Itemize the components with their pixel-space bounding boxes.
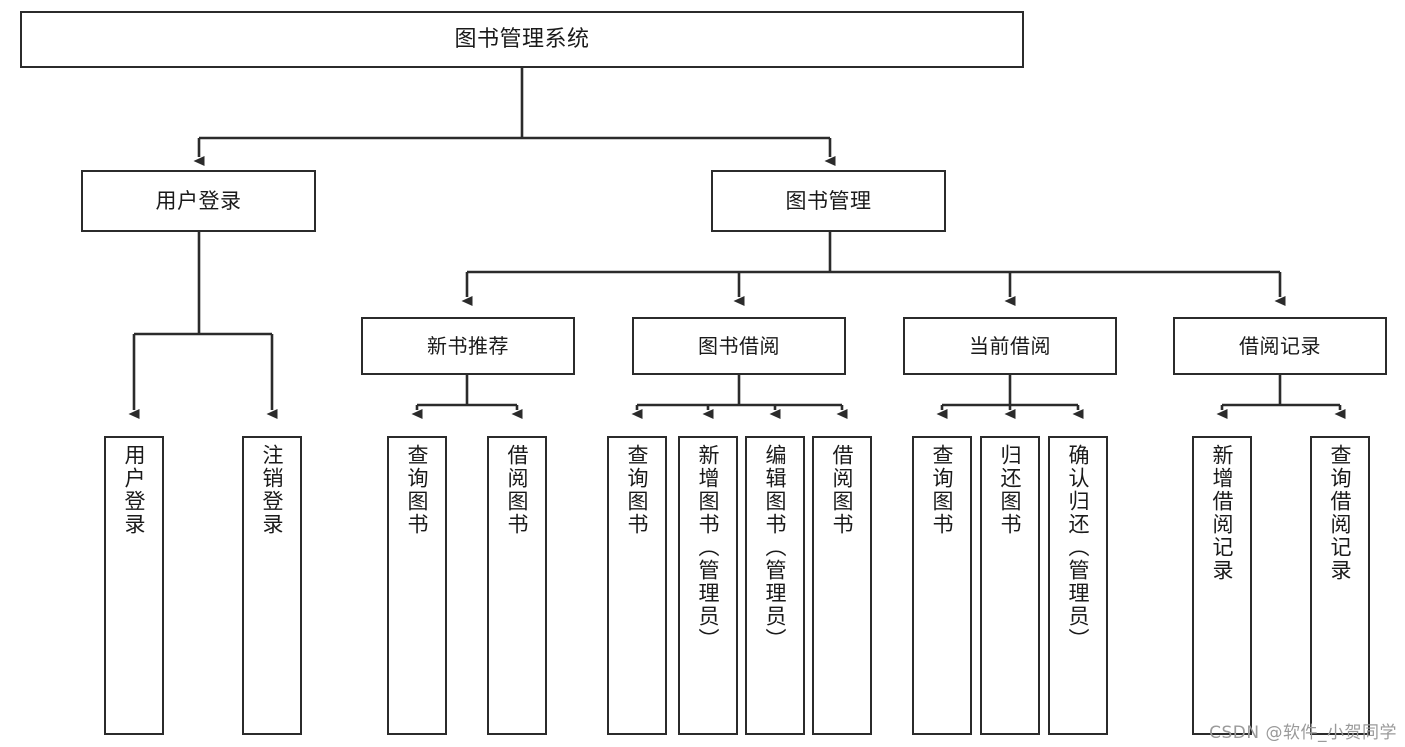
node-label: 新增图书（管理员） xyxy=(696,444,721,651)
node-label: 借阅图书 xyxy=(830,444,855,536)
node-label: 查询图书 xyxy=(625,444,650,536)
node-book-borrow[interactable]: 图书借阅 xyxy=(632,317,846,375)
leaf-edit-book[interactable]: 编辑图书（管理员） xyxy=(745,436,805,735)
node-label: 图书借阅 xyxy=(698,333,780,358)
node-label: 编辑图书（管理员） xyxy=(763,444,788,651)
leaf-user-login[interactable]: 用户登录 xyxy=(104,436,164,735)
node-book-management[interactable]: 图书管理 xyxy=(711,170,946,232)
leaf-query-record[interactable]: 查询借阅记录 xyxy=(1310,436,1370,735)
node-label: 用户登录 xyxy=(155,188,242,213)
node-label: 借阅记录 xyxy=(1239,333,1321,358)
node-label: 注销登录 xyxy=(260,444,285,536)
node-label: 新书推荐 xyxy=(427,333,509,358)
node-user-login[interactable]: 用户登录 xyxy=(81,170,316,232)
node-label: 用户登录 xyxy=(122,444,147,536)
leaf-confirm-return[interactable]: 确认归还（管理员） xyxy=(1048,436,1108,735)
node-label: 查询借阅记录 xyxy=(1328,444,1353,582)
leaf-add-book[interactable]: 新增图书（管理员） xyxy=(678,436,738,735)
leaf-return-book[interactable]: 归还图书 xyxy=(980,436,1040,735)
node-label: 图书管理系统 xyxy=(454,26,590,52)
leaf-query-book-1[interactable]: 查询图书 xyxy=(387,436,447,735)
node-label: 图书管理 xyxy=(785,188,872,213)
node-label: 查询图书 xyxy=(405,444,430,536)
node-label: 确认归还（管理员） xyxy=(1066,444,1091,651)
leaf-query-book-3[interactable]: 查询图书 xyxy=(912,436,972,735)
node-borrow-record[interactable]: 借阅记录 xyxy=(1173,317,1387,375)
node-label: 新增借阅记录 xyxy=(1210,444,1235,582)
leaf-borrow-book-1[interactable]: 借阅图书 xyxy=(487,436,547,735)
node-label: 借阅图书 xyxy=(505,444,530,536)
node-new-book-recommend[interactable]: 新书推荐 xyxy=(361,317,575,375)
node-label: 归还图书 xyxy=(998,444,1023,536)
leaf-query-book-2[interactable]: 查询图书 xyxy=(607,436,667,735)
node-label: 当前借阅 xyxy=(969,333,1051,358)
node-label: 查询图书 xyxy=(930,444,955,536)
leaf-logout[interactable]: 注销登录 xyxy=(242,436,302,735)
leaf-add-record[interactable]: 新增借阅记录 xyxy=(1192,436,1252,735)
node-book-management-system[interactable]: 图书管理系统 xyxy=(20,11,1024,68)
watermark-text: CSDN @软件_小贺同学 xyxy=(1209,723,1397,743)
leaf-borrow-book-2[interactable]: 借阅图书 xyxy=(812,436,872,735)
node-current-borrow[interactable]: 当前借阅 xyxy=(903,317,1117,375)
